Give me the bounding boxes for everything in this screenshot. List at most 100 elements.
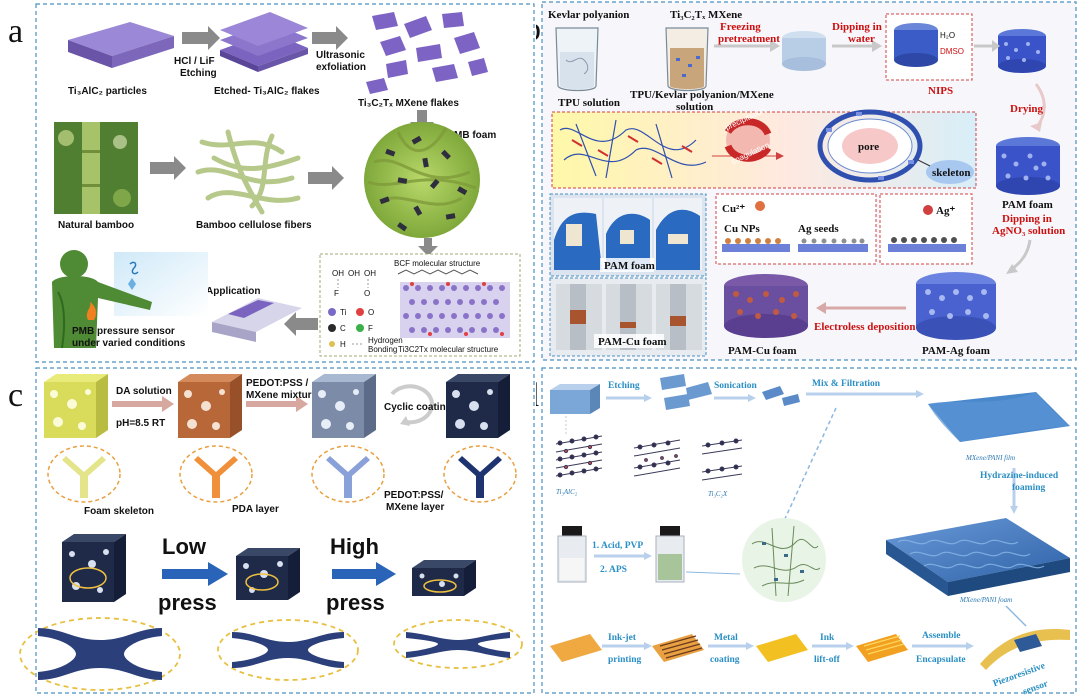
mxene-pani-foam-slab [886, 518, 1070, 596]
mix-label: Mix & Filtration [812, 379, 881, 389]
polymer-network [559, 119, 707, 179]
arrow-to-sensor-d [1005, 605, 1027, 627]
ag-plus-label: Ag⁺ [936, 205, 955, 217]
oh-label-2: OH [348, 269, 360, 278]
hydrogen-label-1: Hydrogen [368, 336, 403, 345]
hydrazine-label-2: foaming [1012, 483, 1046, 493]
step1-label: Ti₃AlC₂ particles [68, 86, 147, 97]
cu-ag-seed-box [715, 193, 877, 265]
pam-cu-label: PAM-Cu foam [728, 345, 797, 357]
seed-rows [722, 238, 868, 252]
pam-foam-cylinder [996, 137, 1060, 195]
lattice-etched [633, 439, 681, 477]
panel-c: c DA solution pH=8.5 RT PEDOT:PSS / MXen… [2, 364, 536, 697]
panel-b-label: b [536, 11, 541, 48]
compress-cube-2 [236, 548, 300, 600]
cellulose-fibers-shape [195, 129, 301, 215]
hydrazine-label-1: Hydrazine-induced [980, 471, 1059, 481]
skeleton-navy [443, 445, 517, 503]
ink-label-2: lift-off [814, 655, 841, 665]
pedot-layer-label-1: PEDOT:PSS/ [384, 490, 444, 501]
mxene-pani-film [928, 392, 1070, 442]
drying-label: Drying [1010, 103, 1044, 115]
acid-label: 1. Acid, PVP [592, 541, 643, 551]
tpu-mix-label-1: TPU/Kevlar polyanion/MXene [630, 89, 774, 101]
nips-label: NIPS [928, 85, 953, 97]
panel-b: b Kevlar polyanion TPU solution Ti₃C₂Tₓ … [536, 0, 1080, 364]
oh-label-1: OH [332, 269, 344, 278]
vial-zoom-line [685, 571, 741, 575]
compress-cube-1 [62, 534, 126, 602]
pedot-label-2: MXene mixture [246, 390, 318, 401]
panel-a: a Ti₃AlC₂ particles HCl / LiF Etching Et… [2, 2, 536, 364]
oh-label-3: OH [364, 269, 376, 278]
zoom-skeleton-3 [393, 619, 523, 669]
sonicated-flakes [762, 386, 800, 406]
etched-flakes-shape [220, 12, 308, 72]
metal-coated-substrate [756, 634, 808, 662]
da-label-2: pH=8.5 RT [116, 418, 165, 429]
pam-cu-photo-label: PAM-Cu foam [598, 336, 667, 348]
panel-a-border [35, 3, 535, 363]
bcf-label: BCF molecular structure [394, 259, 481, 268]
foam-cube-orange [178, 374, 242, 438]
foam-cube-yellow [44, 374, 108, 438]
low-label-1: Low [162, 534, 207, 559]
pam-porous-cylinder-top [998, 29, 1046, 73]
pani-zoom-circle [742, 518, 826, 602]
ti3alc2-label: Ti₃AlC₂ [556, 488, 578, 496]
mb-foam-sphere [364, 122, 480, 238]
ag-seed-row [888, 237, 966, 252]
film-label: MXene/PANI film [965, 454, 1015, 462]
cu-nps-label: Cu NPs [724, 223, 760, 235]
panel-d-label: d [536, 377, 539, 414]
max-phase-block [550, 384, 600, 414]
skeleton-callout [917, 159, 974, 184]
pam-foam-label: PAM foam [1002, 199, 1053, 211]
da-label-1: DA solution [116, 386, 172, 397]
cu-ion-dot [755, 201, 765, 211]
panel-c-label: c [8, 377, 23, 414]
bamboo-photo [54, 122, 138, 214]
hydrogen-label-2: Bonding [368, 345, 397, 354]
pam-foam-photo-label: PAM foam [604, 260, 655, 272]
pam-cu-foam-cylinder [724, 274, 808, 338]
step3-label: Ti₃C₂Tₓ MXene flakes [358, 98, 459, 109]
inkjet-label-1: Ink-jet [608, 633, 637, 643]
piezoresistive-sensor [980, 629, 1070, 670]
ti3alc2-particles-shape [68, 22, 174, 68]
mix-beaker [665, 27, 709, 92]
sensor-label-2: under varied conditions [72, 338, 186, 349]
metal-label-1: Metal [714, 633, 738, 643]
inkjet-label-2: printing [608, 655, 642, 665]
skeleton-label: Foam skeleton [84, 506, 154, 517]
ti3c2-label: Ti3C2Tx molecular structure [398, 345, 499, 354]
panel-a-label: a [8, 13, 23, 50]
dip-water-label-2: water [848, 33, 875, 45]
arrow-exfoliation [312, 26, 348, 50]
cyclic-label: Cyclic coating [384, 402, 452, 413]
dmso-label: DMSO [940, 47, 964, 56]
metal-label-2: coating [710, 655, 740, 665]
panel-d: d Etching Sonication Mix & Filtration MX… [536, 364, 1080, 697]
freeze-label-1: Freezing [720, 21, 761, 33]
legend-c: C [340, 324, 346, 333]
lattice-ti3alc2 [555, 434, 603, 478]
arrow-fibers-to-foam [308, 166, 344, 190]
polymer-network-red [571, 135, 693, 165]
lattice-ti3c2x [701, 438, 743, 481]
f-atom-label: F [334, 289, 339, 298]
human-figure [52, 250, 208, 349]
arrow-to-sensor [284, 312, 318, 336]
ti3c2-lattice [400, 282, 510, 338]
mb-foam-label: MB foam [454, 130, 496, 141]
mxene-flakes-shape [366, 12, 488, 94]
frozen-cylinder [782, 31, 826, 71]
fibers-label: Bamboo cellulose fibers [196, 220, 312, 231]
dip-ag-label-2: AgNO₃ solution [992, 225, 1065, 237]
vial-clear [557, 526, 587, 583]
printed-pattern [652, 634, 704, 662]
cu2-label: Cu²⁺ [722, 203, 745, 215]
dip-ag-label-1: Dipping in [1002, 213, 1052, 225]
skeleton-blue [311, 445, 385, 503]
